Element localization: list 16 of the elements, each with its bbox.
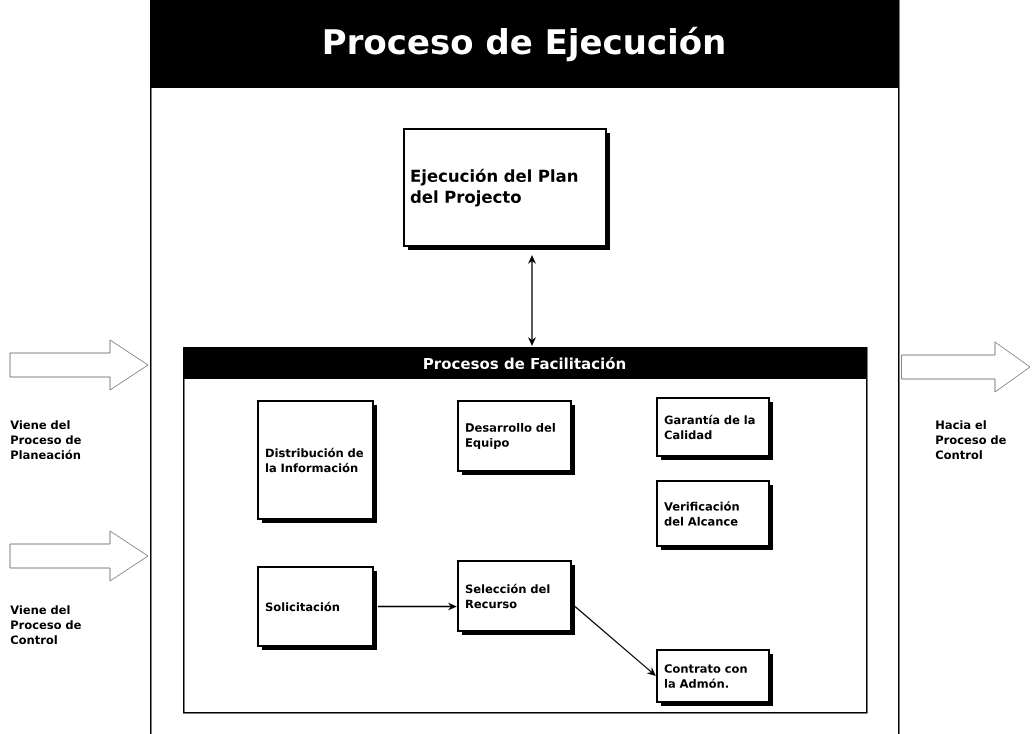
process-box: Desarrollo del Equipo: [457, 400, 575, 475]
block-arrow: [9, 339, 149, 391]
edge-label: Viene del Proceso de Planeación: [10, 420, 81, 460]
arrow: [527, 255, 537, 346]
process-box: Distribución de la Información: [257, 400, 377, 523]
process-box: Verificación del Alcance: [656, 480, 773, 550]
process-box: Ejecución del Plan del Projecto: [403, 128, 610, 250]
process-box: Solicitación: [257, 566, 377, 650]
edge-label: Hacia el Proceso de Control: [935, 420, 1006, 460]
block-arrow: [901, 341, 1031, 393]
edge-label: Viene del Proceso de Control: [10, 605, 81, 645]
block-arrow: [9, 530, 149, 582]
process-box: Garantía de la Calidad: [656, 397, 773, 460]
process-box: Contrato con la Admón.: [656, 649, 773, 706]
process-box: Selección del Recurso: [457, 560, 575, 635]
arrow: [574, 605, 656, 676]
